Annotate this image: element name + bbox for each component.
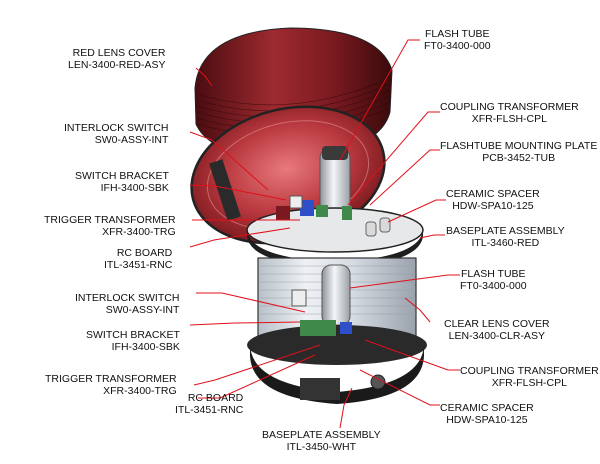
label-part-number: FT0-3400-000 [460,280,527,292]
label-name: TRIGGER TRANSFORMER [45,373,177,385]
label-part-number: XFR-FLSH-CPL [471,113,547,125]
label-part-number: ITL-3460-RED [471,237,540,249]
label-name: BASEPLATE ASSEMBLY [446,225,565,237]
label-part-number: ITL-3450-WHT [286,441,357,453]
label-part-number: ITL-3451-RNC [104,259,173,271]
upper-flash-tube-part [319,146,351,219]
label-coupling-transformer-bottom: COUPLING TRANSFORMER XFR-FLSH-CPL [460,365,599,389]
label-baseplate-assembly-bottom: BASEPLATE ASSEMBLY ITL-3450-WHT [262,429,381,453]
label-name: BASEPLATE ASSEMBLY [262,429,381,441]
label-name: COUPLING TRANSFORMER [460,365,599,377]
label-part-number: SW0-ASSY-INT [105,304,180,316]
label-trigger-transformer-top: TRIGGER TRANSFORMER XFR-3400-TRG [44,214,176,238]
label-name: RC BOARD [116,247,173,259]
label-part-number: IFH-3400-SBK [100,182,169,194]
label-part-number: IFH-3400-SBK [111,341,180,353]
label-name: INTERLOCK SWITCH [75,292,180,304]
label-part-number: HDW-SPA10-125 [452,200,534,212]
label-name: SWITCH BRACKET [75,170,169,182]
label-part-number: LEN-3400-CLR-ASY [448,330,545,342]
label-part-number: PCB-3452-TUB [482,152,556,164]
label-flashtube-mounting-plate: FLASHTUBE MOUNTING PLATE PCB-3452-TUB [440,140,597,164]
label-part-number: LEN-3400-RED-ASY [68,59,166,71]
label-name: FLASHTUBE MOUNTING PLATE [440,140,598,152]
label-part-number: XFR-FLSH-CPL [491,377,567,389]
label-switch-bracket-top: SWITCH BRACKET IFH-3400-SBK [75,170,169,194]
leader-lines [189,39,460,429]
label-part-number: FT0-3400-000 [424,40,491,52]
label-name: FLASH TUBE [460,268,526,280]
label-ceramic-spacer-bottom: CERAMIC SPACER HDW-SPA10-125 [440,402,534,426]
label-part-number: XFR-3400-TRG [103,385,177,397]
label-red-lens-cover: RED LENS COVER LEN-3400-RED-ASY [68,47,165,71]
label-baseplate-assembly-top: BASEPLATE ASSEMBLY ITL-3460-RED [446,225,565,249]
label-interlock-switch-bottom: INTERLOCK SWITCH SW0-ASSY-INT [75,292,179,316]
label-part-number: HDW-SPA10-125 [446,414,528,426]
label-name: FLASH TUBE [424,28,490,40]
label-part-number: XFR-3400-TRG [102,226,176,238]
label-flash-tube-bottom: FLASH TUBE FT0-3400-000 [460,268,527,292]
lower-baseplate-part [247,320,427,404]
label-rc-board-top: RC BOARD ITL-3451-RNC [104,247,172,271]
label-switch-bracket-bottom: SWITCH BRACKET IFH-3400-SBK [86,329,180,353]
label-interlock-switch-top: INTERLOCK SWITCH SW0-ASSY-INT [64,122,168,146]
label-name: INTERLOCK SWITCH [64,122,169,134]
label-rc-board-bottom: RC BOARD ITL-3451-RNC [175,392,243,416]
label-part-number: ITL-3451-RNC [175,404,244,416]
label-name: RC BOARD [187,392,244,404]
label-flash-tube-top: FLASH TUBE FT0-3400-000 [424,28,491,52]
label-ceramic-spacer-top: CERAMIC SPACER HDW-SPA10-125 [446,188,540,212]
label-name: SWITCH BRACKET [86,329,180,341]
label-coupling-transformer-top: COUPLING TRANSFORMER XFR-FLSH-CPL [440,101,579,125]
label-name: CLEAR LENS COVER [444,318,550,330]
label-part-number: SW0-ASSY-INT [94,134,169,146]
label-name: TRIGGER TRANSFORMER [44,214,176,226]
label-clear-lens-cover: CLEAR LENS COVER LEN-3400-CLR-ASY [444,318,550,342]
label-name: CERAMIC SPACER [446,188,540,200]
label-name: CERAMIC SPACER [440,402,534,414]
label-name: RED LENS COVER [72,47,166,59]
label-trigger-transformer-bottom: TRIGGER TRANSFORMER XFR-3400-TRG [45,373,177,397]
label-name: COUPLING TRANSFORMER [440,101,579,113]
